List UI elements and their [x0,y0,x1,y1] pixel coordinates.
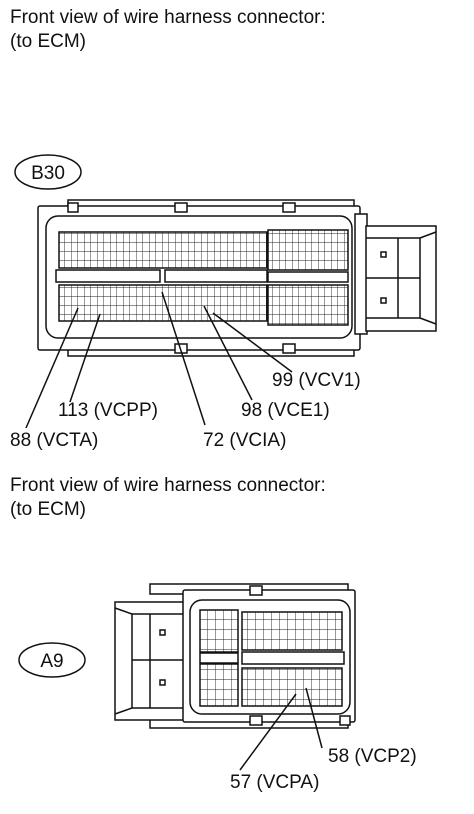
a9-heading-line1: Front view of wire harness connector: [10,475,326,496]
b30-leader-99 [212,312,293,373]
b30-leader-72 [161,291,206,426]
a9-badge-outline [18,642,86,678]
a9-pin-57-label: 57 (VCPA) [230,772,319,793]
b30-lower-pin-grid [58,284,268,322]
b30-pin-88-label: 88 (VCTA) [10,430,98,451]
b30-heading-line1: Front view of wire harness connector: [10,7,326,28]
b30-heading-line2: (to ECM) [10,31,86,52]
a9-lock-arm [114,601,188,721]
b30-leader-113 [69,313,101,403]
a9-pin-58-label: 58 (VCP2) [328,746,417,767]
a9-leader-57 [239,693,297,771]
b30-leader-88 [25,307,79,429]
b30-connector [14,154,437,429]
b30-leader-98 [203,305,253,401]
b30-heading: Front view of wire harness connector: (t… [10,6,326,54]
a9-heading: Front view of wire harness connector: (t… [10,474,326,522]
b30-pin-113-label: 113 (VCPP) [58,400,158,421]
b30-pin-99-label: 99 (VCV1) [272,370,361,391]
a9-badge: A9 [40,651,63,672]
a9-connector [18,583,356,771]
b30-upper-pin-grid [58,231,268,269]
b30-pin-98-label: 98 (VCE1) [241,400,330,421]
a9-heading-line2: (to ECM) [10,499,86,520]
a9-leader-58 [305,687,323,749]
b30-badge: B30 [31,163,65,184]
b30-badge-outline [14,154,82,190]
b30-pin-72-label: 72 (VCIA) [203,430,286,451]
a9-upper-pin-grid [241,611,343,651]
